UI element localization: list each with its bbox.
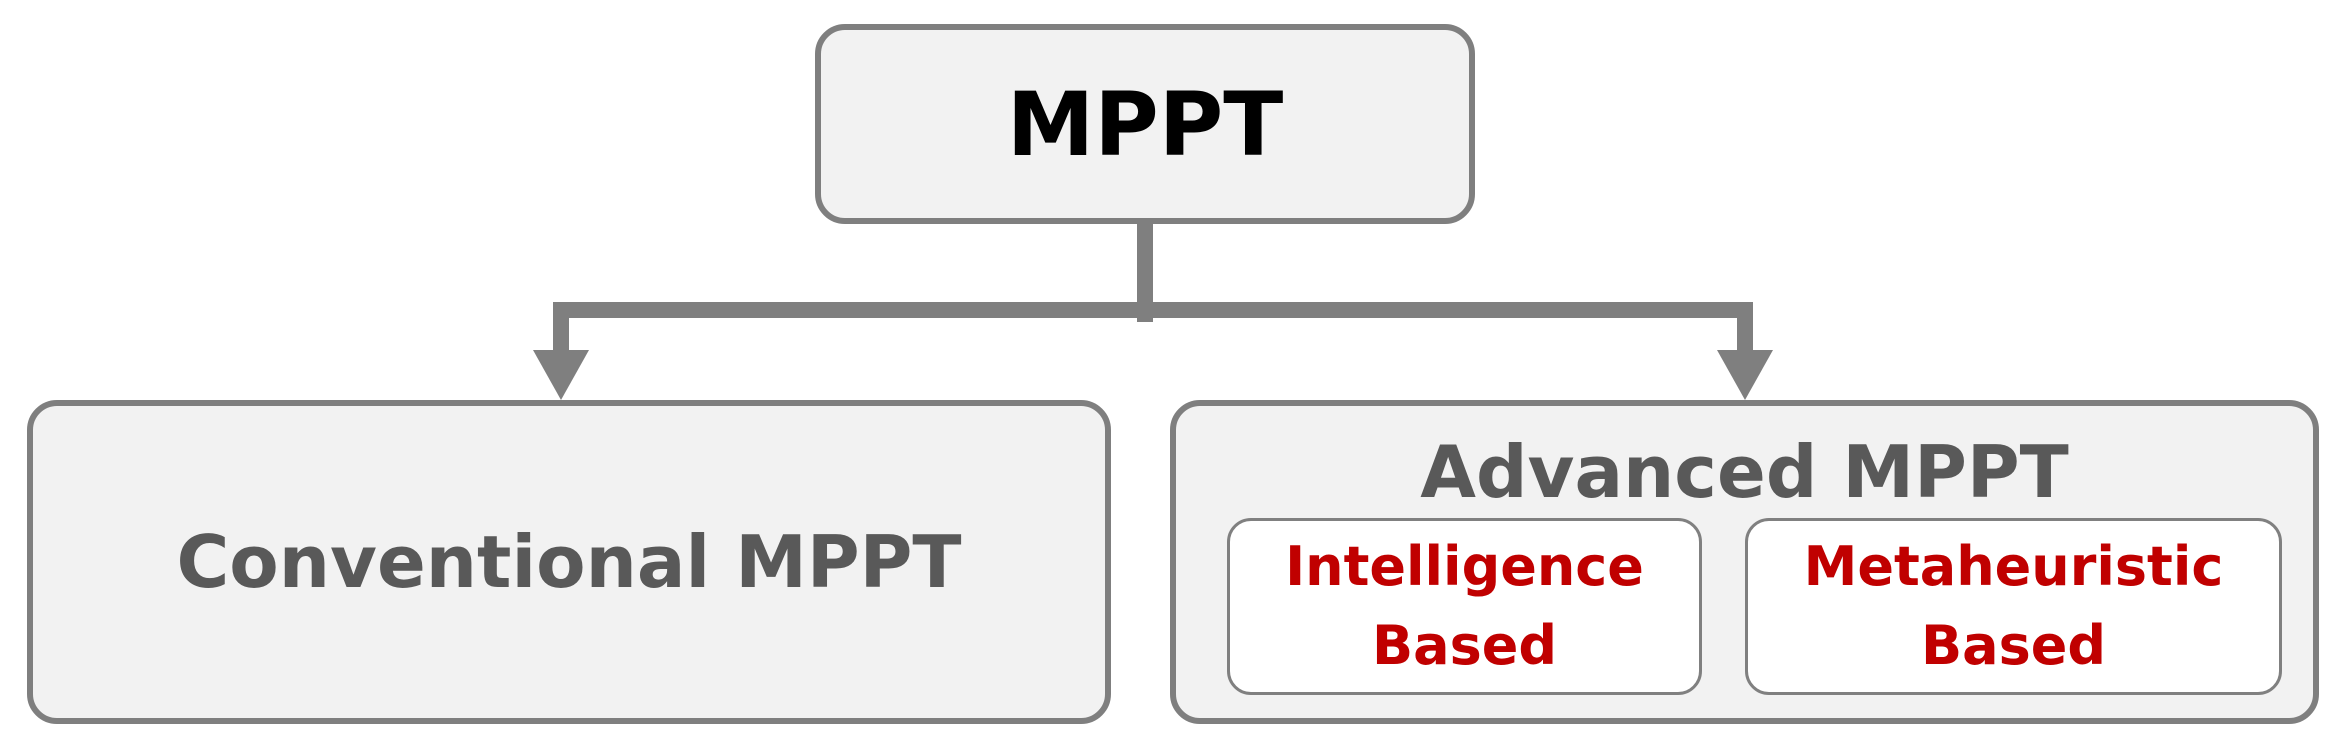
root-stem (1137, 222, 1153, 322)
subcategory-line2: Based (1920, 613, 2107, 677)
root-label: MPPT (1006, 72, 1284, 176)
subcategory-metaheuristic: Metaheuristic Based (1745, 518, 2282, 695)
advanced-label: Advanced MPPT (1420, 430, 2069, 514)
root-node: MPPT (815, 24, 1475, 224)
subcategory-intelligence: Intelligence Based (1227, 518, 1702, 695)
right-drop (1737, 302, 1753, 352)
left-arrowhead (533, 350, 589, 400)
branch-bar (553, 302, 1753, 318)
subcategory-line1: Metaheuristic (1803, 535, 2224, 599)
left-drop (553, 302, 569, 352)
subcategory-line2: Based (1371, 613, 1558, 677)
conventional-label: Conventional MPPT (176, 520, 962, 604)
conventional-node: Conventional MPPT (27, 400, 1111, 724)
subcategory-line1: Intelligence (1285, 535, 1644, 599)
right-arrowhead (1717, 350, 1773, 400)
